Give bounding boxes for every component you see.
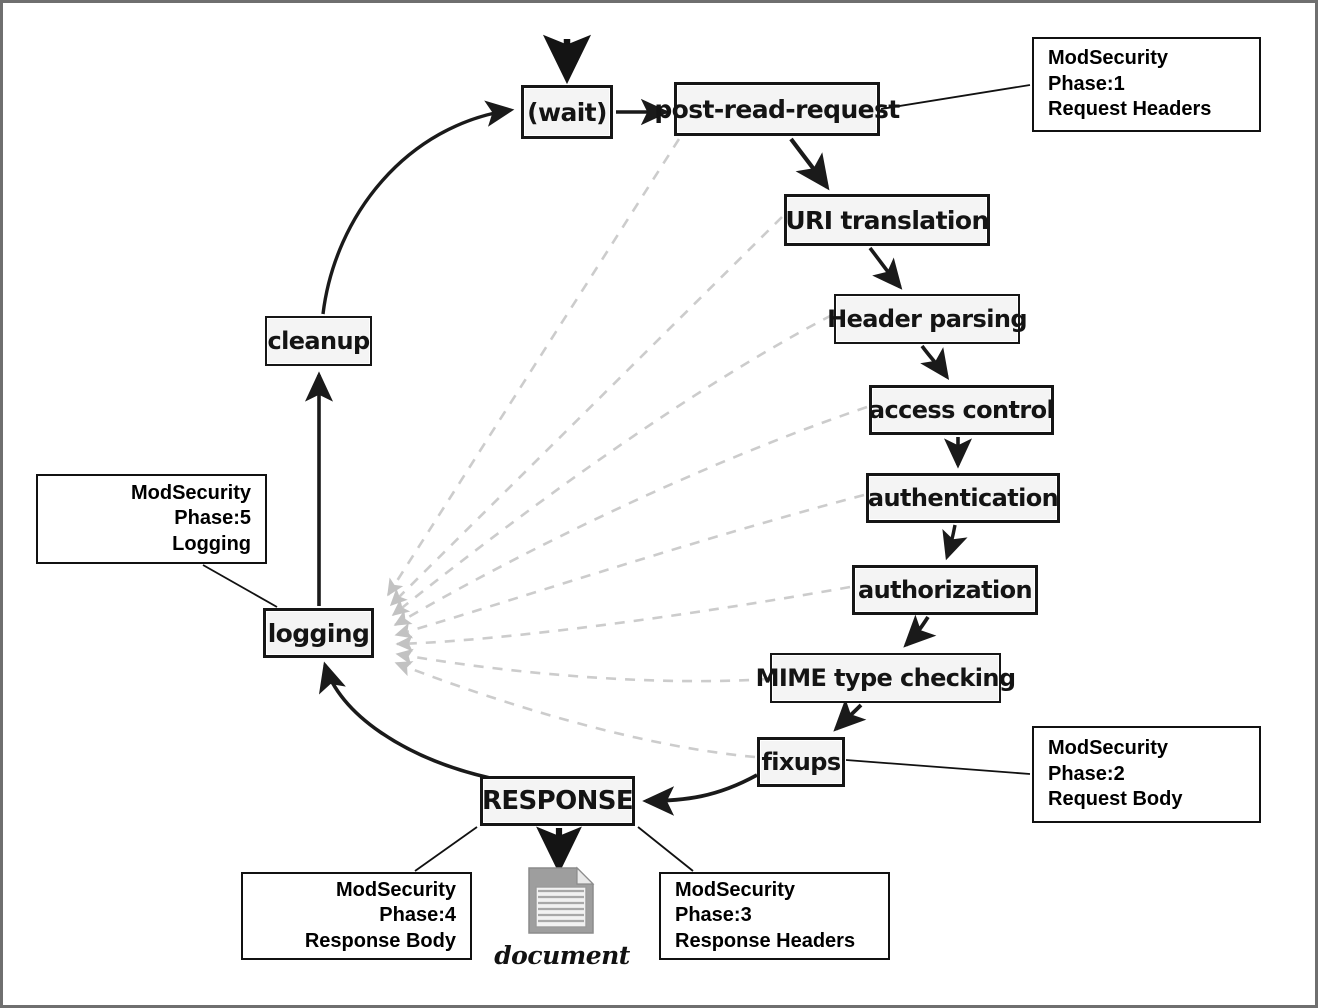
node-authentication[interactable]: authentication xyxy=(866,473,1060,523)
node-logging[interactable]: logging xyxy=(263,608,374,658)
dashed-fixups-to-logging xyxy=(394,661,756,759)
document-icon xyxy=(528,866,595,934)
callout-phase-1-line-1: ModSecurity Phase:1 xyxy=(1048,47,1169,95)
callout-phase-2-line-2: Request Body xyxy=(1048,788,1183,811)
node-post-read-request[interactable]: post-read-request xyxy=(654,82,900,136)
leader-phase1 xyxy=(880,84,1031,110)
dashed-post-read-to-logging xyxy=(386,138,681,597)
callout-phase-3-line-1: ModSecurity Phase:3 xyxy=(675,878,796,927)
node-header-parsing[interactable]: Header parsing xyxy=(827,294,1028,344)
dashed-header-to-logging xyxy=(391,313,833,617)
edge-header-to-access xyxy=(920,344,950,380)
dashed-authz-to-logging xyxy=(395,585,851,652)
edge-authentication-to-authorization xyxy=(942,524,968,561)
leader-phase4 xyxy=(414,826,478,872)
edge-fixups-to-response xyxy=(642,773,758,816)
node-uri-translation[interactable]: URI translation xyxy=(784,194,990,246)
callout-modsecurity-phase-5: ModSecurity Phase:5 Logging xyxy=(36,474,267,564)
dashed-auth-to-logging xyxy=(394,493,865,639)
leader-phase2 xyxy=(845,759,1031,775)
edge-response-to-logging xyxy=(319,661,491,780)
leader-phase3 xyxy=(637,826,694,872)
document-output: document xyxy=(494,865,630,970)
callout-modsecurity-phase-1: ModSecurity Phase:1 Request Headers xyxy=(1032,37,1261,132)
dashed-uri-to-logging xyxy=(389,216,783,607)
leader-phase5 xyxy=(202,564,278,608)
callout-phase-3-line-2: Response Headers xyxy=(675,929,856,952)
callout-phase-4-line-2: Response Body xyxy=(304,929,456,952)
callout-modsecurity-phase-3: ModSecurity Phase:3 Response Headers xyxy=(659,872,890,960)
dashed-mime-to-logging xyxy=(395,648,769,683)
callout-modsecurity-phase-4: ModSecurity Phase:4 Response Body xyxy=(241,872,472,960)
callout-phase-2-line-1: ModSecurity Phase:2 xyxy=(1048,737,1169,785)
node-wait[interactable]: (wait) xyxy=(521,85,613,139)
node-response[interactable]: RESPONSE xyxy=(480,776,635,826)
node-access-control[interactable]: access control xyxy=(869,385,1055,435)
callout-phase-5-line-1: ModSecurity Phase:5 xyxy=(130,481,251,530)
document-label: document xyxy=(494,941,630,970)
node-fixups[interactable]: fixups xyxy=(757,737,845,787)
edge-authorization-to-mime xyxy=(903,614,937,648)
callout-phase-1-line-2: Request Headers xyxy=(1048,98,1212,121)
callout-modsecurity-phase-2: ModSecurity Phase:2 Request Body xyxy=(1032,726,1261,823)
node-cleanup[interactable]: cleanup xyxy=(265,316,372,366)
node-mime-type-checking[interactable]: MIME type checking xyxy=(756,653,1016,703)
edge-uri-to-header xyxy=(868,246,903,290)
node-authorization[interactable]: authorization xyxy=(852,565,1038,615)
edge-post-read-to-uri xyxy=(789,137,830,191)
edge-mime-to-fixups xyxy=(833,698,867,732)
dashed-access-to-logging xyxy=(393,405,868,627)
callout-phase-5-line-2: Logging xyxy=(172,532,251,555)
callout-phase-4-line-1: ModSecurity Phase:4 xyxy=(335,878,456,927)
edge-cleanup-to-wait xyxy=(321,100,515,315)
